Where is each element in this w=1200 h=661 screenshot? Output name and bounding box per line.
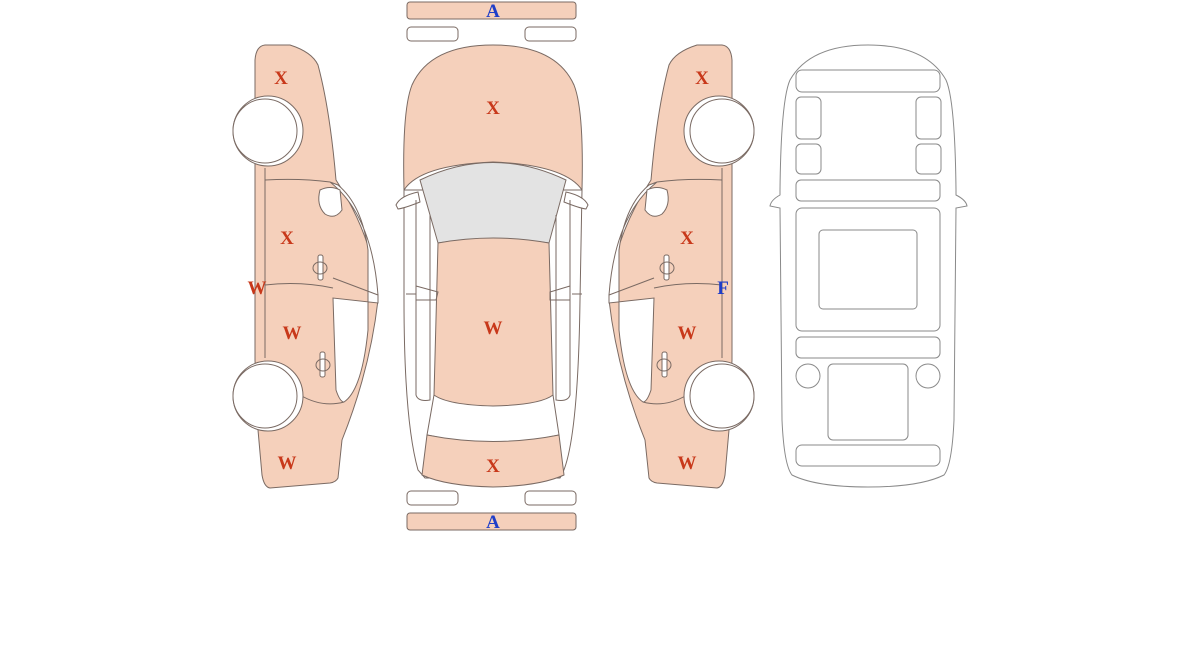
rear-left-light	[406, 490, 459, 506]
left-rear-wheel	[232, 363, 298, 429]
right-side-view	[608, 44, 755, 489]
right-door-line-top	[656, 178, 723, 183]
left-door-line-bottom	[299, 394, 345, 405]
top-left-mirror	[395, 191, 421, 210]
rear-right-light	[524, 490, 577, 506]
left-front-wheel	[232, 98, 298, 164]
right-door-line-bottom	[642, 394, 688, 405]
interior-trunk-area	[827, 363, 909, 441]
right-rear-wheel	[689, 363, 755, 429]
right-front-fender-code[interactable]: X	[695, 68, 709, 89]
left-rear-quarter-code[interactable]: W	[278, 453, 297, 474]
interior-rear-left-round	[795, 363, 821, 389]
top-right-mirror	[563, 191, 589, 210]
interior-rear-right-round	[915, 363, 941, 389]
right-rear-quarter-code[interactable]: W	[678, 453, 697, 474]
interior-dashboard	[795, 69, 941, 93]
front-bumper-panel[interactable]	[406, 1, 577, 20]
front-bumper-code[interactable]: A	[486, 1, 500, 22]
interior-front-left-seat	[795, 96, 822, 140]
left-door-line-top	[264, 178, 331, 183]
left-rear-door-code[interactable]: W	[283, 323, 302, 344]
hood-code[interactable]: X	[486, 98, 500, 119]
roof-code[interactable]: W	[484, 318, 503, 339]
top-right-pillar	[549, 285, 571, 301]
left-rear-door-handle	[315, 351, 331, 378]
right-window-area	[608, 181, 658, 403]
interior-rear-panel	[795, 444, 941, 467]
roof-panel[interactable]	[433, 237, 554, 407]
right-rear-door-handle	[656, 351, 672, 378]
top-left-pillar	[415, 285, 439, 301]
right-front-wheel	[689, 98, 755, 164]
interior-front-right-pad	[915, 143, 942, 175]
interior-front-bar	[795, 179, 941, 202]
front-right-light	[524, 26, 577, 42]
trunk-code[interactable]: X	[486, 456, 500, 477]
left-side-view: X X W W W	[232, 44, 379, 489]
right-rear-door-code[interactable]: W	[678, 323, 697, 344]
top-left-side-glass	[415, 200, 431, 401]
right-side-codes: X X F W W	[678, 68, 729, 474]
left-pillar-code[interactable]: W	[248, 278, 267, 299]
rear-bumper-code[interactable]: A	[486, 512, 500, 533]
right-front-door-code[interactable]: X	[680, 228, 694, 249]
trunk-panel[interactable]	[421, 434, 565, 488]
left-door-line-mid	[264, 283, 334, 289]
interior-front-left-pad	[795, 143, 822, 175]
top-right-side-glass	[555, 200, 571, 401]
left-window-divider	[332, 277, 379, 296]
top-view: A X W X A	[395, 1, 589, 533]
left-front-fender-code[interactable]: X	[274, 68, 288, 89]
interior-front-right-seat	[915, 96, 942, 140]
left-window-area	[329, 181, 379, 403]
right-mirror	[644, 187, 669, 217]
interior-rear-bar	[795, 336, 941, 359]
right-pillar-code[interactable]: F	[717, 278, 729, 299]
right-front-door-handle	[659, 254, 675, 281]
right-window-divider	[608, 277, 655, 296]
left-front-door-handle	[312, 254, 328, 281]
windshield	[419, 162, 567, 244]
left-front-door-code[interactable]: X	[280, 228, 294, 249]
interior-view	[769, 44, 968, 488]
front-left-light	[406, 26, 459, 42]
right-door-line-mid	[653, 283, 723, 289]
left-mirror	[318, 187, 343, 217]
rear-bumper-panel[interactable]	[406, 512, 577, 531]
interior-cabin-center	[818, 229, 918, 310]
